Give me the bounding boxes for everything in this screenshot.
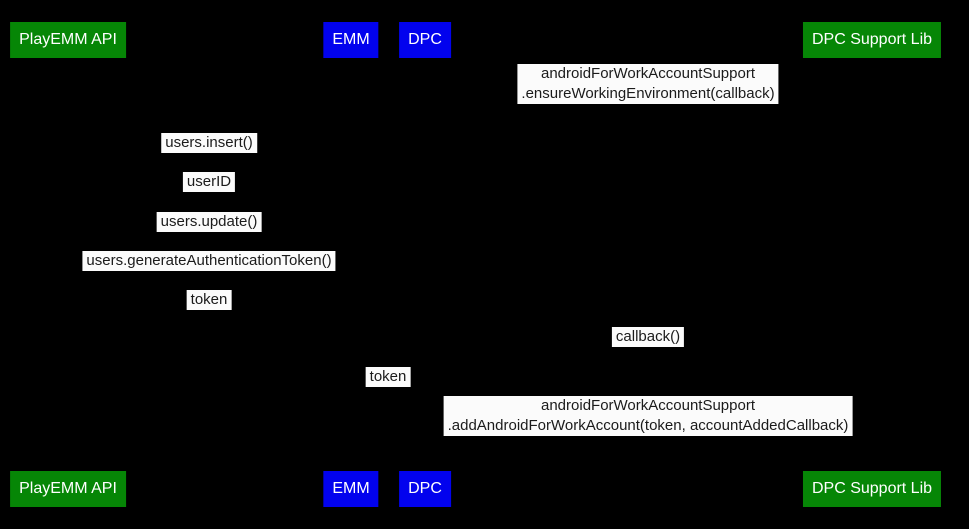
message-line: callback(): [615, 328, 681, 345]
message-line: androidForWorkAccountSupport: [541, 397, 755, 414]
message-line: users.insert(): [165, 134, 253, 151]
message-ensure-working-environment: androidForWorkAccountSupport .ensureWorki…: [517, 64, 779, 104]
actor-dpc-support-lib-top: DPC Support Lib: [802, 22, 942, 58]
actor-emm-bottom: EMM: [323, 471, 379, 507]
actor-dpc-support-lib-bottom: DPC Support Lib: [802, 471, 942, 507]
message-token-to-playemm: token: [186, 290, 232, 310]
actor-playemm-api-bottom: PlayEMM API: [10, 471, 126, 507]
message-callback: callback(): [611, 327, 685, 347]
message-users-update: users.update(): [156, 212, 262, 232]
message-user-id: userID: [182, 172, 236, 192]
message-line: token: [190, 291, 228, 308]
actor-emm-top: EMM: [323, 22, 379, 58]
message-line: userID: [186, 173, 232, 190]
message-line: token: [369, 368, 407, 385]
message-users-generate-authentication-token: users.generateAuthenticationToken(): [82, 251, 336, 271]
actor-dpc-bottom: DPC: [399, 471, 451, 507]
message-line: androidForWorkAccountSupport: [540, 65, 755, 82]
message-line: users.update(): [160, 213, 258, 230]
actor-playemm-api-top: PlayEMM API: [10, 22, 126, 58]
message-token-to-dpc: token: [365, 367, 411, 387]
message-line: .ensureWorkingEnvironment(callback): [521, 85, 775, 102]
message-line: .addAndroidForWorkAccount(token, account…: [447, 417, 849, 434]
message-add-android-for-work-account: androidForWorkAccountSupport .addAndroidF…: [443, 396, 853, 436]
actor-dpc-top: DPC: [399, 22, 451, 58]
message-line: users.generateAuthenticationToken(): [86, 252, 332, 269]
message-users-insert: users.insert(): [161, 133, 257, 153]
